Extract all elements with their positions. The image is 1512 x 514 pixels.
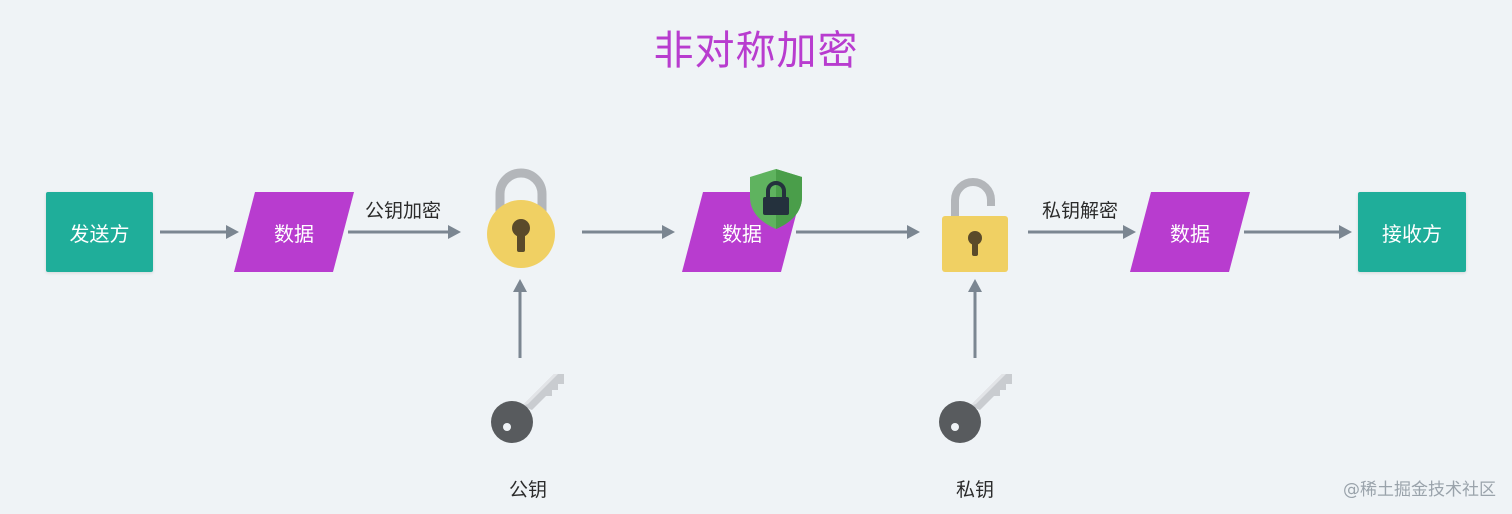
arrow-unlock-to-data bbox=[1028, 225, 1136, 239]
receiver-label: 接收方 bbox=[1382, 221, 1442, 246]
public-key-label: 公钥 bbox=[508, 479, 547, 501]
parallelogram-shape bbox=[1130, 192, 1250, 272]
arrow-lock-to-encrypted bbox=[582, 225, 675, 239]
data-label: 数据 bbox=[274, 221, 314, 246]
shield-lock-icon bbox=[750, 169, 802, 229]
arrow-sender-to-data bbox=[160, 225, 239, 239]
key-icon bbox=[939, 374, 1012, 443]
private-key-label: 私钥 bbox=[955, 479, 994, 501]
arrow-private-key-up bbox=[968, 279, 982, 358]
padlock-closed-icon bbox=[487, 168, 555, 268]
parallelogram-shape bbox=[234, 192, 354, 272]
arrow-data-to-lock bbox=[348, 225, 461, 239]
data-node-plain: 数据 bbox=[234, 192, 354, 272]
sender-node: 发送方 bbox=[46, 192, 153, 272]
watermark: @稀土掘金技术社区 bbox=[1343, 480, 1496, 500]
diagram-title: 非对称加密 bbox=[653, 28, 859, 74]
edge-label-private-decrypt: 私钥解密 bbox=[1042, 200, 1119, 222]
receiver-node: 接收方 bbox=[1358, 192, 1466, 272]
edge-label-public-encrypt: 公钥加密 bbox=[365, 200, 442, 222]
sender-label: 发送方 bbox=[69, 221, 130, 246]
data-label: 数据 bbox=[722, 221, 762, 246]
data-node-decrypted: 数据 bbox=[1130, 192, 1250, 272]
data-label: 数据 bbox=[1170, 221, 1210, 246]
padlock-open-icon bbox=[942, 178, 1008, 272]
key-icon bbox=[491, 374, 564, 443]
arrow-data-to-receiver bbox=[1244, 225, 1352, 239]
arrow-public-key-up bbox=[513, 279, 527, 358]
arrow-encrypted-to-unlock bbox=[796, 225, 920, 239]
